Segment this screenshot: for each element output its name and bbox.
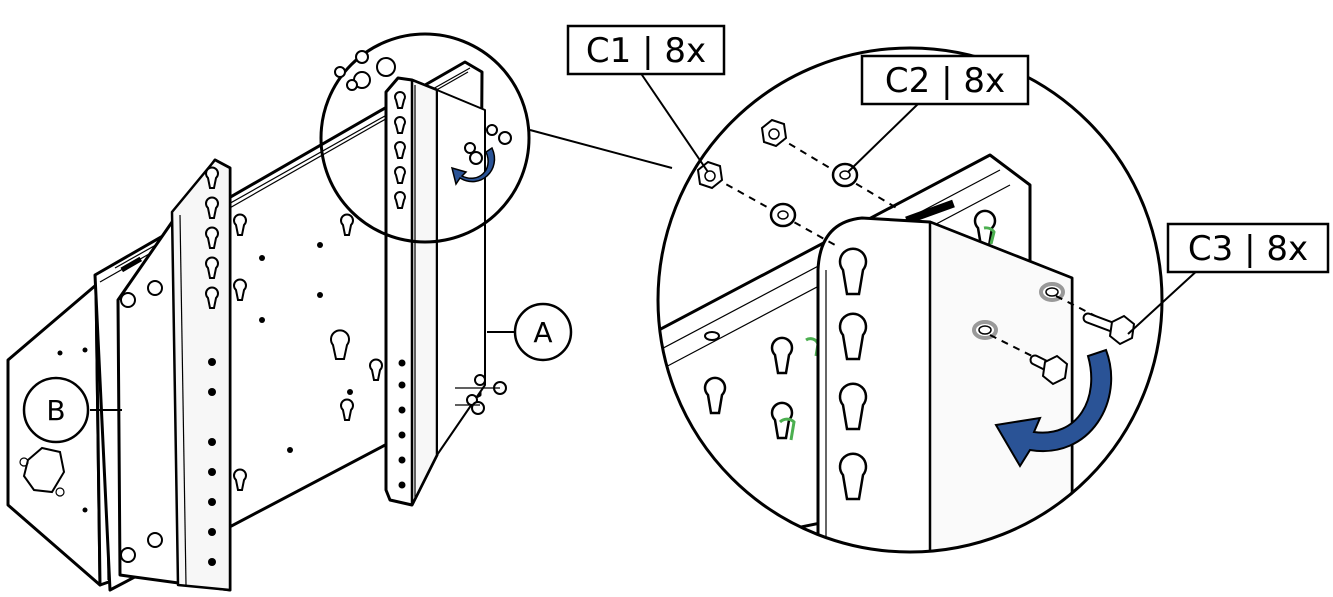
callout-c2: C2 | 8x	[860, 54, 1030, 106]
callout-c1: C1 | 8x	[566, 24, 726, 76]
part-label-b-text: B	[46, 394, 65, 427]
rotation-arrow-icon	[994, 348, 1113, 468]
bolt-icon	[1029, 312, 1136, 386]
c1-leader	[639, 71, 709, 173]
c3-leader	[1127, 267, 1201, 335]
callout-c1-label: C1 | 8x	[586, 31, 706, 71]
callout-c3: C3 | 8x	[1166, 222, 1330, 274]
c2-leader	[847, 101, 921, 173]
detail-circle-small	[319, 32, 531, 244]
detail-zoom	[656, 46, 1164, 554]
rail-a	[384, 76, 507, 507]
washer-icon	[769, 162, 859, 228]
callout-c2-label: C2 | 8x	[885, 61, 1005, 101]
detail-circle-large	[656, 46, 1164, 554]
part-label-a-text: A	[533, 316, 552, 349]
callout-c3-label: C3 | 8x	[1188, 229, 1308, 269]
front-left-rail	[116, 158, 232, 592]
nut-icon	[696, 118, 788, 190]
mount-assembly	[6, 32, 673, 592]
zoom-leader-line	[529, 129, 673, 169]
part-label-a: A	[513, 302, 573, 362]
rotation-arrow-icon	[450, 146, 496, 186]
part-label-b: B	[22, 376, 90, 444]
